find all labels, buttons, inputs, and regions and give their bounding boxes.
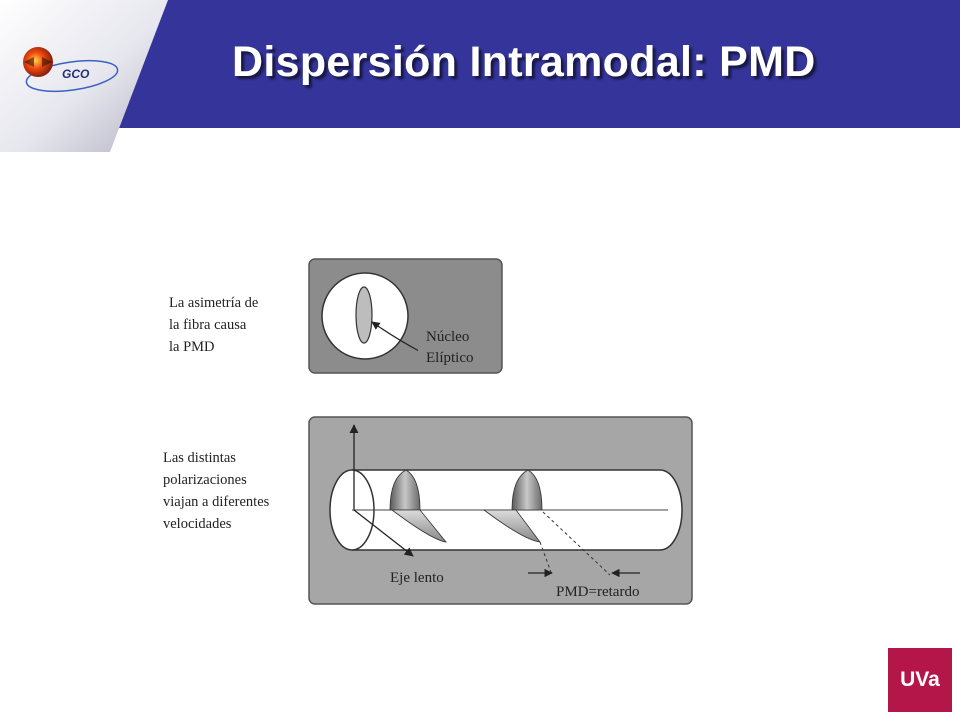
polarization-pulse-1: [389, 469, 447, 543]
polarization-label-line: velocidades: [163, 516, 232, 532]
polarization-label-line: viajan a diferentes: [163, 494, 270, 510]
elliptical-core: [355, 286, 373, 344]
asymmetry-label: La asimetría de la fibra causa la PMD: [169, 292, 258, 358]
uva-logo-text: UVa: [900, 668, 940, 691]
asymmetry-label-line: la fibra causa: [169, 317, 247, 333]
pmd-delay-label: PMD=retardo: [556, 584, 639, 600]
core-callout-line: Elíptico: [426, 350, 474, 366]
slow-axis-label: Eje lento: [390, 570, 444, 586]
fiber-propagation-panel: Eje lento PMD=retardo: [308, 416, 693, 605]
header-bar: [0, 0, 960, 128]
asymmetry-label-line: la PMD: [169, 339, 215, 355]
polarization-pulse-2: [482, 469, 543, 543]
polarization-label-line: Las distintas: [163, 450, 236, 466]
logo-text: GCO: [62, 67, 90, 81]
asymmetry-label-line: La asimetría de: [169, 295, 259, 311]
slow-axis-arrow: [353, 509, 414, 557]
page-title: Dispersión Intramodal: PMD: [232, 38, 816, 86]
uva-logo-badge: UVa: [888, 648, 952, 712]
polarization-label: Las distintas polarizaciones viajan a di…: [163, 447, 269, 535]
core-callout-line: Núcleo: [426, 329, 469, 345]
gco-logo-icon: [23, 47, 119, 93]
elliptical-core-panel: Núcleo Elíptico: [308, 258, 503, 374]
polarization-label-line: polarizaciones: [163, 472, 247, 488]
logo-panel: [0, 0, 168, 152]
